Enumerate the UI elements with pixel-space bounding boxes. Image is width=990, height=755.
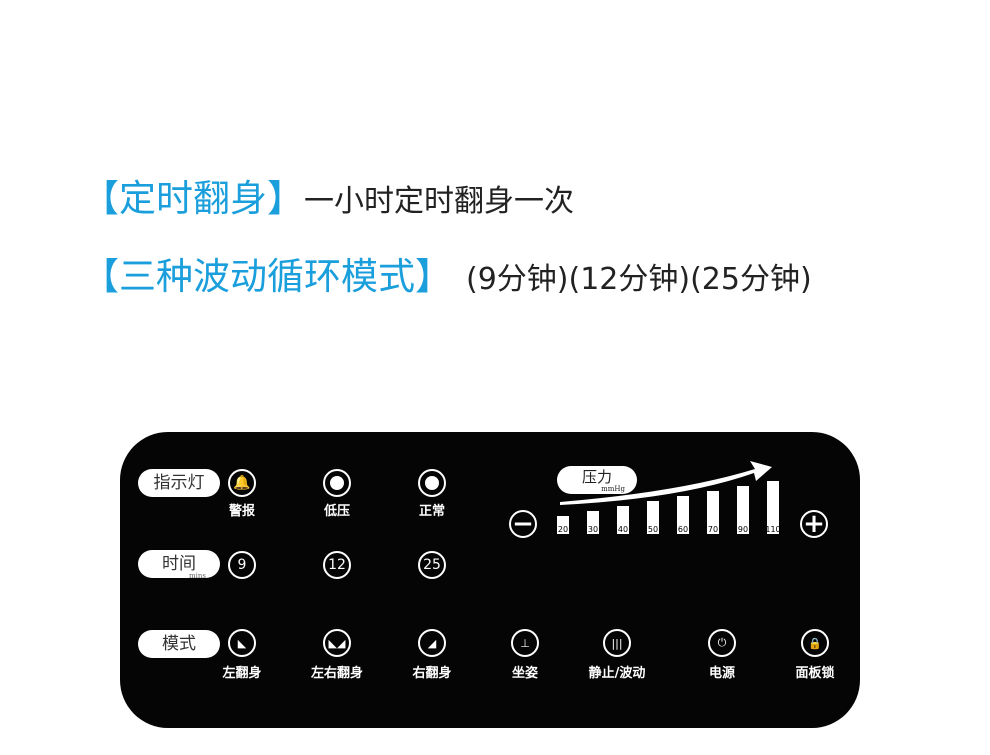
time-label-text: 时间: [162, 554, 196, 574]
time-12-button[interactable]: 12: [323, 551, 351, 579]
pressure-level-label: 70: [707, 525, 719, 534]
mode-button-label: 静止/波动: [588, 666, 646, 681]
pressure-level-bar: 110: [765, 481, 781, 534]
alarm-label: 警报: [228, 504, 256, 519]
pressure-level-label: 20: [557, 525, 569, 534]
time-9-button[interactable]: 9: [228, 551, 256, 579]
both-turn-icon: ◣◢: [328, 636, 346, 650]
time-25-button[interactable]: 25: [418, 551, 446, 579]
panel-lock-button[interactable]: 🔒: [801, 629, 829, 657]
both-turn-button[interactable]: ◣◢: [323, 629, 351, 657]
pressure-minus-button[interactable]: −: [509, 509, 537, 539]
right-turn-button[interactable]: ◢: [418, 629, 446, 657]
mode-button-label: 电源: [708, 666, 736, 681]
mode-label: 模式: [138, 630, 220, 658]
power-button[interactable]: ⏻: [708, 629, 736, 657]
low-pressure-dot-icon: [323, 469, 351, 497]
pressure-level-label: 50: [647, 525, 659, 534]
mode-button-label: 左翻身: [222, 666, 262, 681]
indicator-label: 指示灯: [138, 469, 220, 497]
headline-title: 【定时翻身】: [82, 177, 304, 220]
mode-button-label: 坐姿: [511, 666, 539, 681]
sitting-button[interactable]: ⊥: [511, 629, 539, 657]
pressure-level-label: 40: [617, 525, 629, 534]
pressure-label-text: 压力: [581, 468, 612, 486]
pressure-level-bar: 90: [737, 486, 749, 534]
headline-desc: (9分钟)(12分钟)(25分钟): [466, 262, 812, 297]
pressure-plus-button[interactable]: +: [800, 509, 828, 539]
headline-turn: 【定时翻身】一小时定时翻身一次: [82, 168, 574, 222]
pressure-unit: mmHg: [601, 485, 625, 493]
pressure-level-label: 110: [765, 525, 781, 534]
mode-button-label: 面板锁: [795, 666, 835, 681]
headline-desc: 一小时定时翻身一次: [304, 184, 574, 219]
pressure-level-bar: 30: [587, 511, 599, 534]
power-icon: ⏻: [717, 636, 727, 649]
alarm-bell-icon: 🔔: [228, 469, 256, 497]
pressure-arrow-icon: [560, 461, 772, 505]
sitting-icon: ⊥: [520, 636, 530, 650]
left-turn-button[interactable]: ◣: [228, 629, 256, 657]
pressure-level-bar: 20: [557, 516, 569, 534]
pressure-level-bar: 50: [647, 501, 659, 534]
time-unit: mins: [189, 572, 206, 580]
right-turn-icon: ◢: [427, 636, 437, 650]
pressure-level-label: 60: [677, 525, 689, 534]
pressure-level-label: 90: [737, 525, 749, 534]
pressure-level-label: 30: [587, 525, 599, 534]
pressure-level-bar: 60: [677, 496, 689, 534]
headline-title: 【三种波动循环模式】: [82, 255, 452, 298]
normal-dot-icon: [418, 469, 446, 497]
headline-modes: 【三种波动循环模式】 (9分钟)(12分钟)(25分钟): [82, 246, 812, 300]
mode-button-label: 左右翻身: [310, 666, 364, 681]
mode-button-label: 右翻身: [412, 666, 452, 681]
left-turn-icon: ◣: [237, 636, 247, 650]
panel-lock-icon: 🔒: [808, 636, 822, 650]
low-pressure-label: 低压: [323, 504, 351, 519]
pressure-level-bar: 40: [617, 506, 629, 534]
pressure-level-bar: 70: [707, 491, 719, 534]
static-wave-icon: |||: [611, 636, 623, 650]
static-wave-button[interactable]: |||: [603, 629, 631, 657]
normal-label: 正常: [418, 504, 446, 519]
